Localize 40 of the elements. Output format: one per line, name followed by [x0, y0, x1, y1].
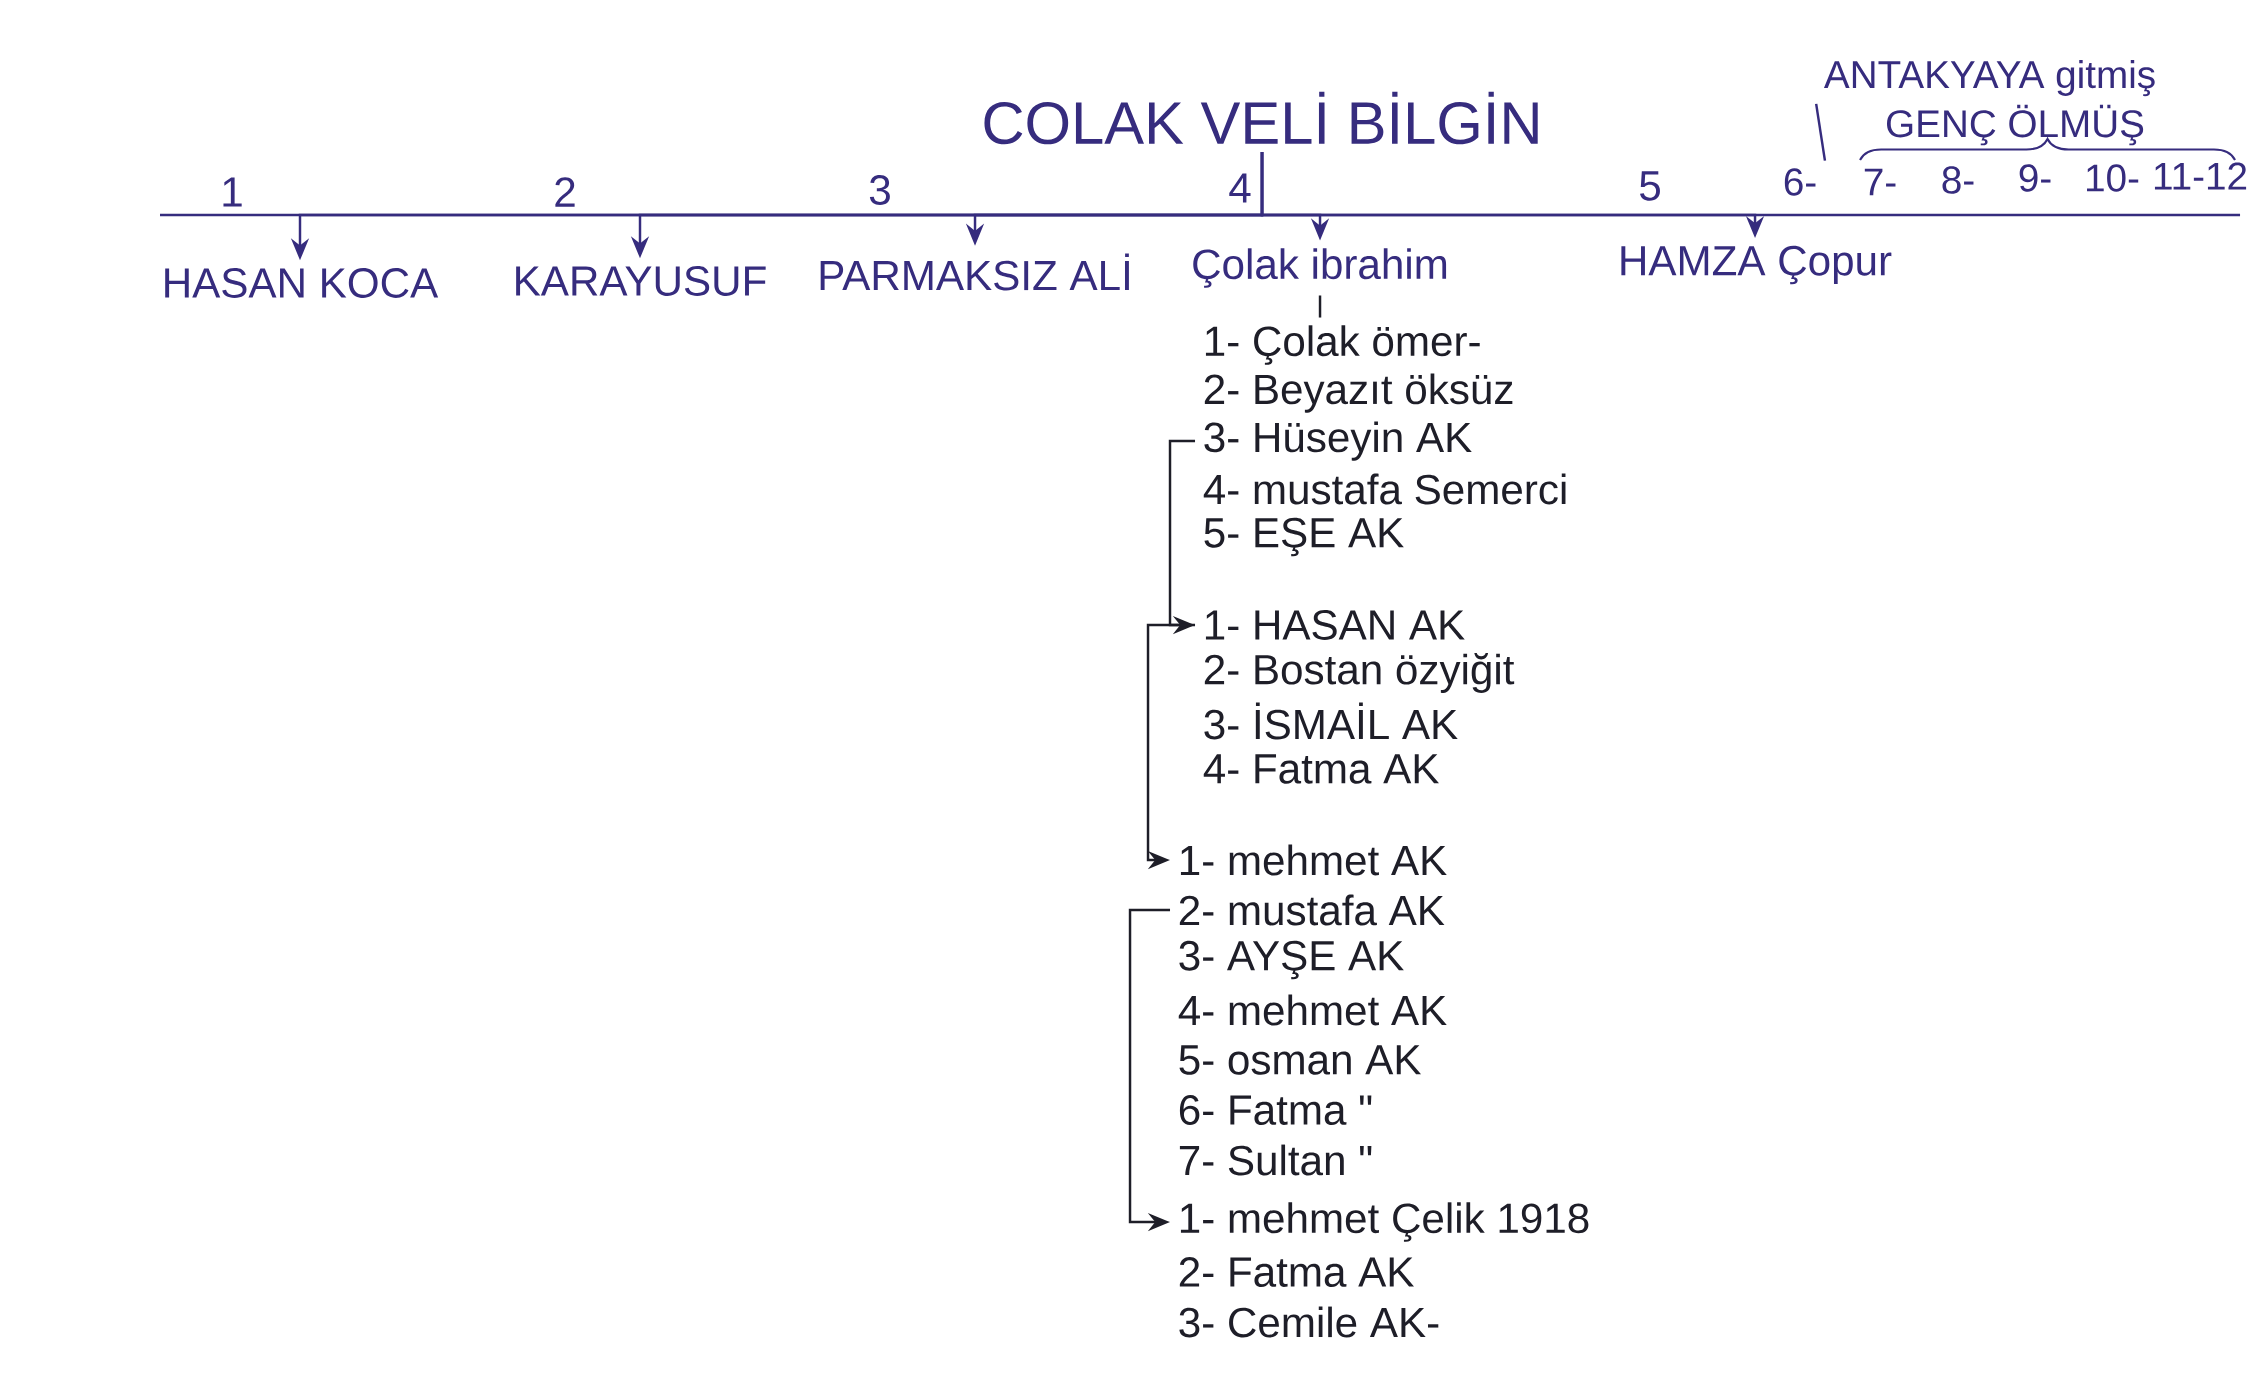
name-text: 7- Sultan ": [1179, 1144, 1372, 1176]
name-text: HASAN KOCA: [165, 268, 439, 298]
name-text: 5- osman AK: [1179, 1045, 1421, 1075]
number-text: 4: [1229, 173, 1251, 203]
connector-line: [1318, 295, 1322, 318]
name-text: 5- EŞE AK: [1204, 517, 1404, 557]
number-text: 6-: [1784, 168, 1816, 196]
number-text: 10-: [2087, 164, 2139, 192]
name-text: 1- Çolak ömer-: [1205, 325, 1480, 365]
number-text: 5: [1640, 171, 1660, 201]
number-text: 8-: [1942, 166, 1974, 194]
name-text: 2- Beyazıt öksüz: [1204, 373, 1513, 413]
title-text: COLAK VELİ BİLGİN: [984, 91, 1538, 145]
number-text: 7-: [1864, 168, 1896, 196]
name-text: 2- Bostan özyiğit: [1204, 653, 1515, 693]
number-text: 1: [223, 177, 242, 207]
number-text: 11-12: [2154, 162, 2247, 190]
number-text: 3: [869, 175, 890, 205]
name-text: Çolak ibrahim: [1193, 248, 1447, 288]
annotation-text: ANTAKYAYA gitmiş: [1823, 59, 2155, 97]
name-text: 2- mustafa AK: [1179, 894, 1445, 926]
name-text: 3- Hüseyin AK: [1204, 421, 1472, 461]
name-text: KARAYUSUF: [516, 266, 766, 296]
name-text: PARMAKSIZ ALİ: [820, 253, 1129, 291]
name-text: 3- İSMAİL AK: [1204, 702, 1458, 740]
name-text: 4- mehmet AK: [1178, 994, 1447, 1026]
name-text: 3- Cemile AK-: [1179, 1306, 1439, 1338]
name-text: 1- mehmet AK: [1180, 844, 1447, 876]
name-text: 1- HASAN AK: [1205, 610, 1465, 640]
number-text: 2: [555, 177, 575, 207]
name-text: 1- mehmet Çelik 1918: [1180, 1202, 1589, 1242]
leader-line: [1814, 103, 1827, 161]
name-text: 4- Fatma AK: [1203, 754, 1439, 784]
annotation-text: GENÇ ÖLMÜŞ: [1887, 104, 2144, 146]
name-text: HAMZA Çopur: [1621, 245, 1892, 285]
name-text: 3- AYŞE AK: [1179, 940, 1404, 980]
name-text: 4- mustafa Semerci: [1203, 473, 1566, 505]
name-text: 6- Fatma ": [1179, 1095, 1372, 1125]
name-text: 2- Fatma AK: [1179, 1257, 1414, 1287]
number-text: 9-: [2019, 164, 2051, 192]
